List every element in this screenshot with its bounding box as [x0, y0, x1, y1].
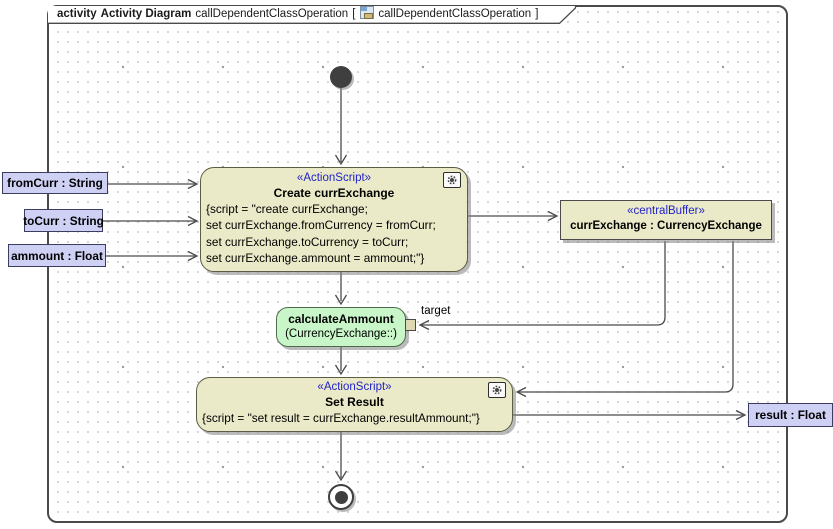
arrowhead: [547, 210, 559, 222]
arrowhead: [735, 409, 747, 421]
param-label: ammount : Float: [11, 248, 103, 263]
action-name: Create currExchange: [273, 186, 395, 200]
param-label: fromCurr : String: [7, 176, 103, 190]
diagram-type: Activity Diagram: [100, 8, 192, 20]
edge-buffer-to-setresult[interactable]: [518, 241, 734, 393]
stereotype-label: «ActionScript»: [317, 381, 392, 393]
diagram-name: callDependentClassOperation: [195, 8, 349, 20]
action-calculateammount[interactable]: calculateAmmount (CurrencyExchange::): [276, 307, 406, 347]
action-name: calculateAmmount: [288, 312, 394, 326]
edge-buffer-to-target-pin[interactable]: [421, 241, 666, 326]
arrowhead: [187, 178, 199, 190]
script-line: {script = "create currExchange;: [206, 202, 368, 216]
script-line: set currExchange.ammount = ammount;"}: [206, 251, 425, 266]
diagram-keyword: activity: [57, 8, 97, 20]
initial-node[interactable]: [330, 66, 352, 88]
arrowhead: [334, 470, 348, 482]
final-node-core: [334, 490, 348, 504]
param-node-fromcurr[interactable]: fromCurr : String: [2, 172, 108, 194]
param-node-ammount[interactable]: ammount : Float: [8, 244, 106, 267]
script-line: set currExchange.toCurrency = toCurr;: [206, 234, 409, 249]
activity-final-node[interactable]: [328, 484, 354, 510]
arrowhead: [515, 386, 527, 398]
operation-qualifier: (CurrencyExchange::): [285, 328, 397, 340]
bracket-close: ]: [535, 8, 539, 20]
bracket-open: [: [352, 8, 356, 20]
param-node-tocurr[interactable]: toCurr : String: [23, 209, 104, 232]
arrowhead: [334, 294, 348, 306]
stereotype-label: «centralBuffer»: [627, 205, 705, 217]
action-name: Set Result: [325, 395, 384, 409]
arrowhead: [187, 215, 199, 227]
param-label: result : Float: [755, 408, 826, 422]
target-pin-label: target: [421, 305, 451, 317]
stereotype-label: «ActionScript»: [296, 172, 372, 184]
gear-icon: [488, 382, 506, 398]
param-label: toCurr : String: [23, 213, 104, 228]
gear-icon: [443, 172, 461, 188]
arrowhead: [334, 364, 348, 376]
frame-label-shape: [48, 6, 575, 23]
script-line: {script = "set result = currExchange.res…: [202, 411, 480, 425]
action-create-currexchange[interactable]: «ActionScript» Create currExchange {scri…: [200, 167, 468, 272]
param-node-result[interactable]: result : Float: [748, 403, 833, 427]
frame-label-outline: [48, 6, 577, 24]
arrowhead: [418, 319, 430, 331]
buffer-name: currExchange : CurrencyExchange: [570, 220, 762, 232]
activity-diagram-icon: [360, 6, 375, 19]
script-line: set currExchange.fromCurrency = fromCurr…: [206, 218, 436, 233]
central-buffer-node[interactable]: «centralBuffer» currExchange : CurrencyE…: [560, 200, 772, 240]
action-set-result[interactable]: «ActionScript» Set Result {script = "set…: [196, 377, 513, 432]
diagram-context-name: callDependentClassOperation: [378, 8, 532, 20]
arrowhead: [334, 154, 348, 166]
arrowhead: [187, 250, 199, 262]
target-pin[interactable]: [405, 319, 416, 331]
